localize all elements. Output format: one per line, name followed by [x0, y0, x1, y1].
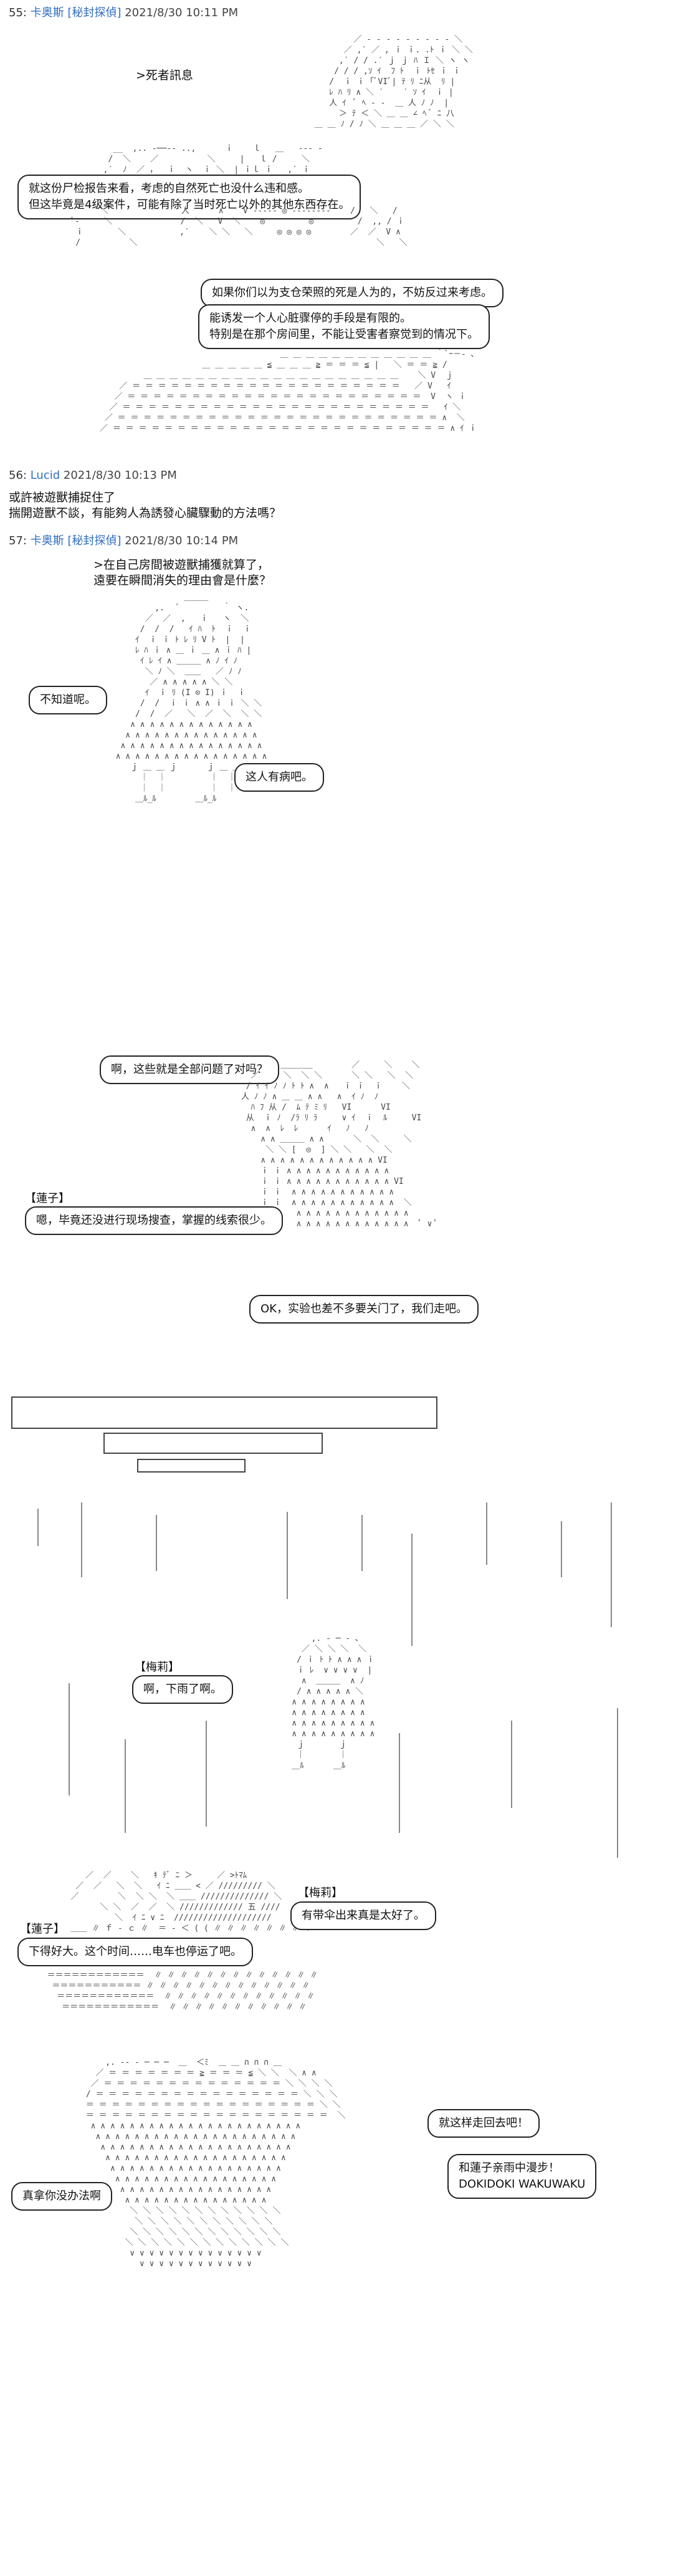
speech-bubble: 就这样走回去吧！	[427, 2109, 540, 2138]
post-header-55: 55: 卡奥斯 [秘封探偵] 2021/8/30 10:11 PM	[9, 4, 238, 20]
speech-bubble: 不知道呢。	[29, 686, 107, 714]
speech-bubble: 如果你们以为支仓荣照的死是人为的，不妨反过来考虑。	[201, 279, 504, 307]
poster-name[interactable]: Lucid	[30, 469, 60, 482]
speaker-tag: 【蓮子】	[25, 1192, 70, 1205]
post-time: 2021/8/30 10:11 PM	[125, 6, 239, 19]
black-frame	[137, 1459, 246, 1473]
ascii-art-crowd: ＝＝＝＝＝＝＝＝＝＝＝＝ ∥ ∥ ∥ ∥ ∥ ∥ ∥ ∥ ∥ ∥ ∥ ∥ ∥ ＝…	[47, 1971, 318, 2012]
speech-bubble: 这人有病吧。	[234, 763, 324, 792]
post-time: 2021/8/30 10:13 PM	[63, 469, 177, 482]
ascii-art-figure-3: ＿＿＿＿ ／ ＼ ＼ ／ ＼ ＼ ＼ ＼ ＼ ＼ ＼ / ｲ ｲ ﾉ ﾉ ﾄ ﾄ…	[241, 1060, 438, 1229]
ascii-art-scene-2: ＼ 人 ∧ V ‐‐‐‐‐ ◎ ‐‐‐‐‐‐‐‐ / ＼ / ﾞ‐ ＼ / ＼ …	[70, 206, 408, 248]
ascii-art-figure-1: ／ ‐ ‐ ‐ ‐ ‐ ‐ ‐ ‐ ‐ ＼ ／ ,′ ／ , ｉ ｉ. .ﾄ ｉ…	[314, 35, 473, 129]
speech-bubble: 就这份尸检报告来看，考虑的自然死亡也没什么违和感。 但这毕竟是4级案件，可能有除…	[17, 175, 361, 219]
speech-bubble: OK，实验也差不多要关门了，我们走吧。	[249, 1295, 479, 1324]
post-number: 55:	[9, 6, 27, 19]
ascii-art-scene-3: ＿ ＿ ＿ ＿ ＿ ＿ ＿ ＿ ＿ ＿ ＿ ＿ ｀`ｰ－- ､ ＿ ＿ ＿ ＿ …	[100, 350, 477, 433]
post-header-56: 56: Lucid 2021/8/30 10:13 PM	[9, 469, 177, 482]
rain-streak	[125, 1739, 126, 1833]
post-number: 56:	[9, 469, 27, 482]
speech-bubble: 下得好大。这个时间……电车也停运了吧。	[17, 1938, 253, 1966]
black-frame	[103, 1433, 323, 1454]
black-frame	[11, 1396, 437, 1429]
post-body-line: 揣開遊獸不談，有能夠人為誘發心臟驟動的方法嗎？	[9, 506, 282, 520]
rain-streak	[206, 1721, 207, 1827]
post-header-57: 57: 卡奥斯 [秘封探偵] 2021/8/30 10:14 PM	[9, 532, 238, 548]
rain-streak	[561, 1521, 562, 1577]
post-number: 57:	[9, 534, 27, 547]
post-body-line: 或許被遊獸捕捉住了	[9, 491, 116, 504]
speech-bubble: 啊，下雨了啊。	[132, 1675, 233, 1704]
speech-bubble: 啊，这些就是全部问题了对吗？	[100, 1055, 279, 1084]
speech-bubble: 有带伞出来真是太好了。	[290, 1901, 436, 1930]
speech-bubble: 嗯，毕竟还没进行现场搜查，掌握的线索很少。	[25, 1206, 283, 1235]
rain-streak	[69, 1683, 70, 1795]
rain-streak	[511, 1721, 512, 1808]
ascii-art-umbrella-scene: ／ ／ ＼ ｷ ﾃﾞ ﾆ ＞ ／ >ﾄﾏﾑ ／ ／ ＼ ＼ ｲ ﾆ ＿＿ < ／…	[70, 1871, 312, 1933]
rain-streak	[361, 1515, 363, 1571]
ascii-art-final-scene: ,. -‐ ‐ ─ ─ ─ ＿ ＜ﾐ ＿ ＿ ∩ ∩ ∩ ＿ ／ ＝ ＝ ＝ ＝…	[85, 2058, 346, 2269]
rain-streak	[611, 1502, 612, 1627]
quote-text: 遠要在瞬間消失的理由會是什麼？	[93, 574, 272, 587]
quote-text: >死者訊息	[136, 69, 193, 82]
ascii-art-figure-4: ,. - ─ - ､ ／ ＼ ＼ ＼ ＼ / ｉ ﾄ ﾄ ∧ ∧ ∧ ｉ ｉ ﾚ…	[292, 1634, 375, 1771]
rain-streak	[81, 1502, 82, 1577]
poster-name[interactable]: 卡奥斯 [秘封探偵]	[30, 534, 122, 547]
rain-streak	[287, 1512, 288, 1599]
ascii-art-figure-2: ＿＿＿ ,. ´ ｀ ヽ. ／ ／ , ｉ ヽ ＼ / / / ｲ ﾊ ﾄ ｉ …	[115, 593, 267, 804]
rain-streak	[399, 1733, 400, 1833]
rain-streak	[411, 1534, 413, 1646]
speech-bubble: 能诱发一个人心脏骤停的手段是有限的。 特别是在那个房间里，不能让受害者察觉到的情…	[198, 304, 490, 349]
post-time: 2021/8/30 10:14 PM	[125, 534, 239, 547]
speaker-tag: 【梅莉】	[135, 1661, 179, 1674]
poster-name[interactable]: 卡奥斯 [秘封探偵]	[30, 6, 122, 19]
rain-streak	[617, 1708, 618, 1858]
rain-streak	[486, 1502, 487, 1565]
speech-bubble: 和蓮子亲雨中漫步！ DOKIDOKI WAKUWAKU	[447, 2154, 597, 2199]
speech-bubble: 真拿你没办法啊	[11, 2182, 112, 2211]
speaker-tag: 【梅莉】	[298, 1886, 343, 1900]
speaker-tag: 【蓮子】	[20, 1923, 65, 1936]
rain-streak	[156, 1515, 157, 1571]
rain-streak	[37, 1509, 39, 1546]
quote-text: >在自己房間被遊獸捕獲就算了，	[93, 558, 269, 572]
